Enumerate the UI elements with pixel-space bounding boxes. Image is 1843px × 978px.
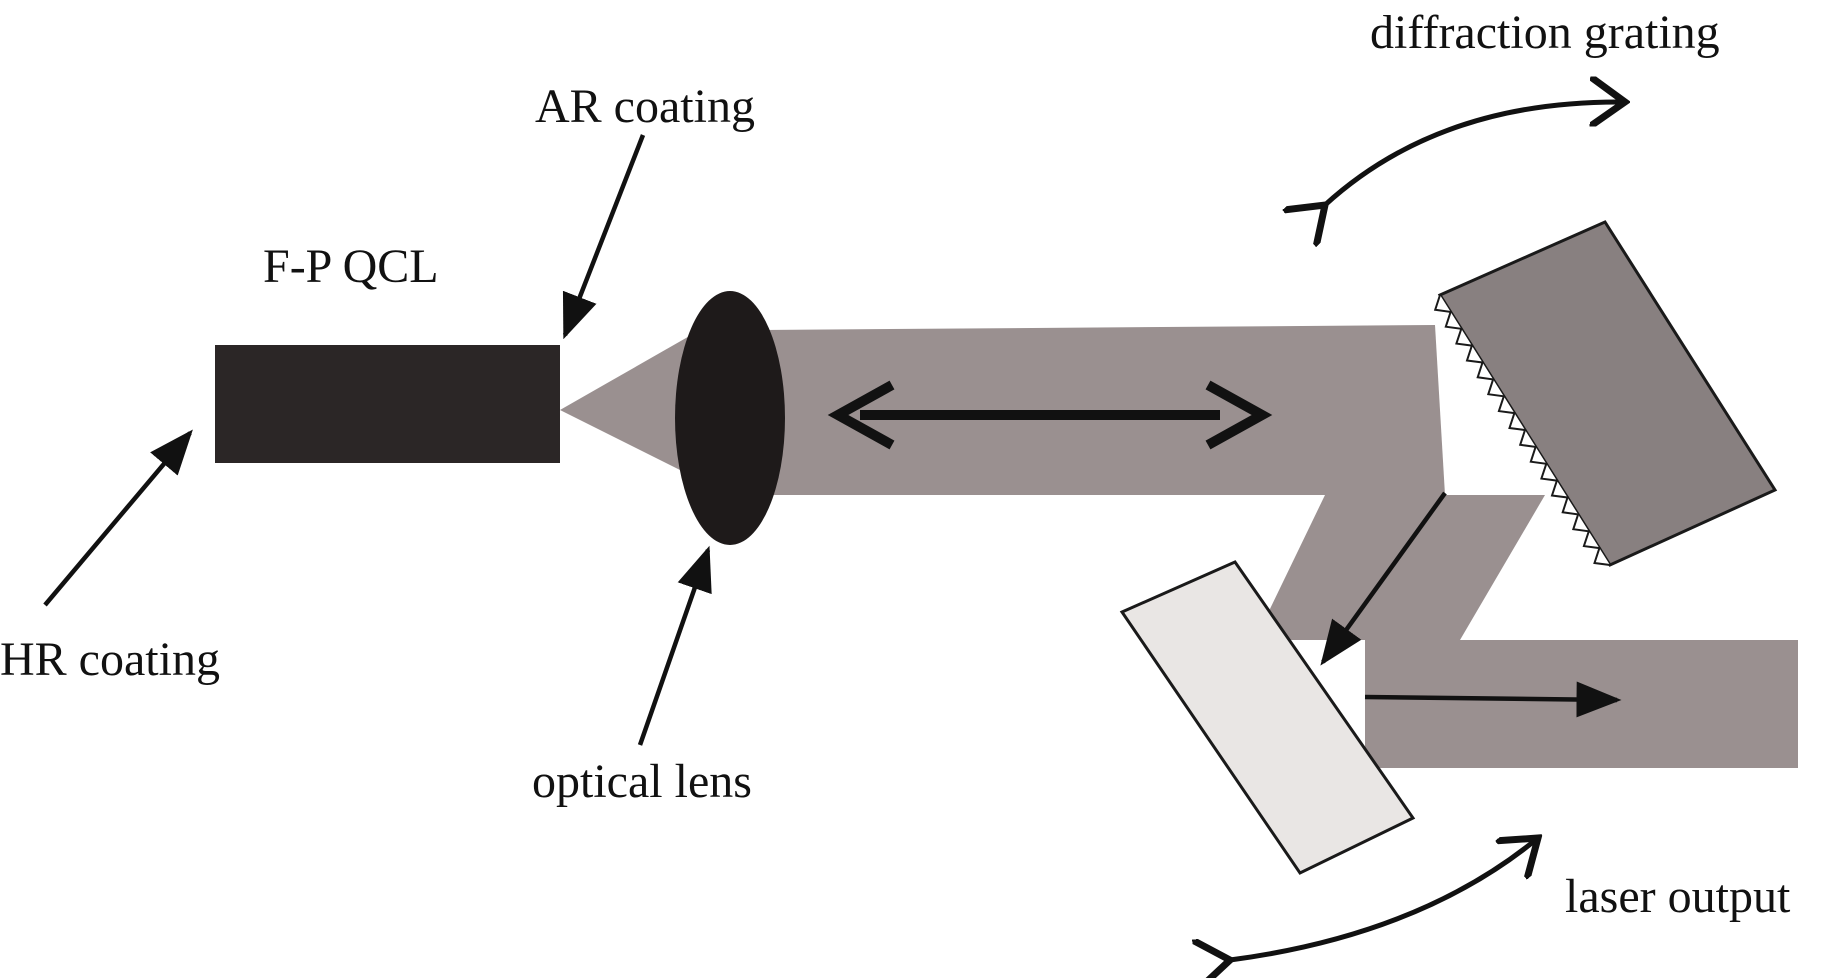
output-beam	[1365, 640, 1798, 768]
fp-qcl-chip	[215, 345, 560, 463]
output-direction-arrow	[1364, 681, 1622, 718]
label-fp-qcl: F-P QCL	[263, 240, 439, 293]
label-ar-coating: AR coating	[535, 80, 755, 133]
label-hr-coating: HR coating	[0, 633, 220, 686]
tuning-mirror	[1119, 560, 1416, 875]
hr-coating-pointer	[43, 429, 193, 607]
optical-lens-pointer	[637, 545, 712, 746]
grating-rotation-arrow	[1325, 102, 1625, 205]
optical-lens	[675, 291, 785, 545]
mirror-rotation-arrow	[1230, 838, 1538, 960]
label-laser-output: laser output	[1565, 870, 1791, 923]
grating-teeth	[1433, 294, 1611, 566]
ar-coating-pointer	[562, 134, 646, 340]
beam-to-mirror	[1255, 495, 1545, 640]
label-optical-lens: optical lens	[532, 755, 752, 808]
grating-to-mirror-arrow	[1320, 491, 1447, 666]
label-diffraction-grating: diffraction grating	[1370, 6, 1720, 59]
cavity-double-arrow	[827, 380, 1273, 450]
